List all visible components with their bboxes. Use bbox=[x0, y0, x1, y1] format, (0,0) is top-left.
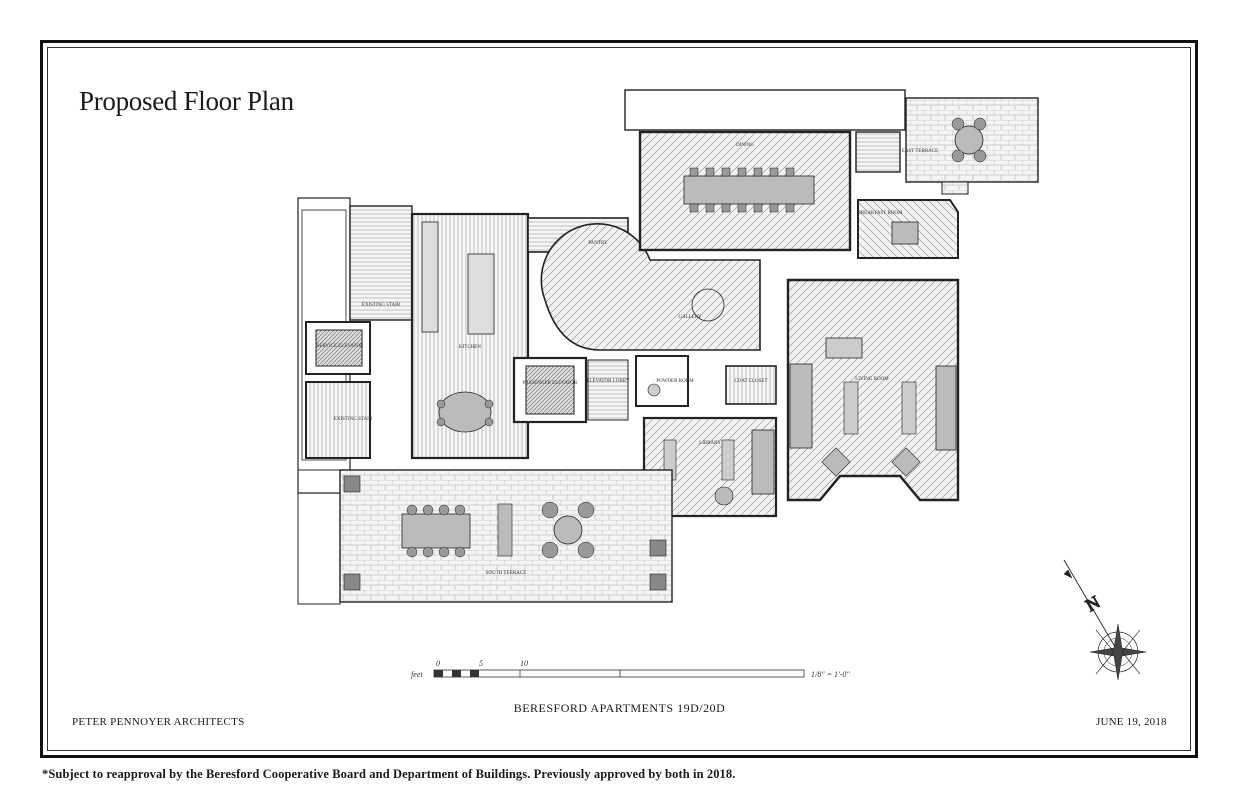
label-powder-room: POWDER ROOM bbox=[656, 379, 694, 384]
north-arrow: N bbox=[1063, 559, 1147, 681]
label-living: LIVING ROOM bbox=[855, 377, 889, 382]
drawing-date: JUNE 19, 2018 bbox=[1096, 716, 1167, 728]
scale-tick-5: 5 bbox=[479, 659, 483, 668]
label-kitchen: KITCHEN bbox=[459, 345, 481, 350]
label-existing-stair-bottom: EXISTING STAIR bbox=[334, 417, 373, 422]
scale-bar: feet 0 5 10 1/8" = 1'-0" bbox=[411, 659, 850, 679]
label-gallery: GALLERY bbox=[678, 315, 701, 320]
label-service-elevator: SERVICE ELEVATOR bbox=[317, 344, 364, 349]
left-wing bbox=[297, 197, 413, 494]
label-coat-closet: COAT CLOSET bbox=[734, 379, 767, 384]
drawing-border-inner bbox=[47, 47, 1191, 751]
label-pantry: PANTRY bbox=[588, 241, 608, 246]
label-breakfast: BREAKFAST ROOM bbox=[858, 211, 904, 216]
label-east-terrace: EAST TERRACE bbox=[902, 149, 938, 154]
project-name: BERESFORD APARTMENTS 19D/20D bbox=[513, 701, 726, 715]
south-terrace bbox=[297, 469, 673, 605]
east-wing bbox=[855, 97, 1039, 259]
footnote: *Subject to reapproval by the Beresford … bbox=[42, 767, 736, 781]
stair-hall bbox=[512, 223, 777, 424]
scale-tick-10: 10 bbox=[520, 659, 528, 668]
label-south-terrace: SOUTH TERRACE bbox=[486, 571, 527, 576]
label-existing-stair-top: EXISTING STAIR bbox=[362, 303, 401, 308]
room-labels: DINING EAST TERRACE BREAKFAST ROOM PANTR… bbox=[317, 143, 939, 576]
scale-unit-label: feet bbox=[411, 670, 423, 679]
living-area bbox=[786, 278, 960, 502]
label-dining: DINING bbox=[736, 143, 754, 148]
drawing-border-outer bbox=[40, 40, 1198, 758]
label-elevator-lobby: ELEVATOR LOBBY bbox=[586, 379, 630, 384]
page-title: Proposed Floor Plan bbox=[79, 86, 294, 116]
scale-tick-0: 0 bbox=[436, 659, 440, 668]
north-label: N bbox=[1082, 592, 1103, 616]
label-passenger-elevator: PASSENGER ELEVATOR bbox=[523, 381, 578, 386]
architect-name: PETER PENNOYER ARCHITECTS bbox=[72, 716, 245, 728]
scale-ratio: 1/8" = 1'-0" bbox=[811, 670, 850, 679]
label-library: LIBRARY bbox=[699, 441, 721, 446]
dining-area bbox=[624, 89, 906, 252]
